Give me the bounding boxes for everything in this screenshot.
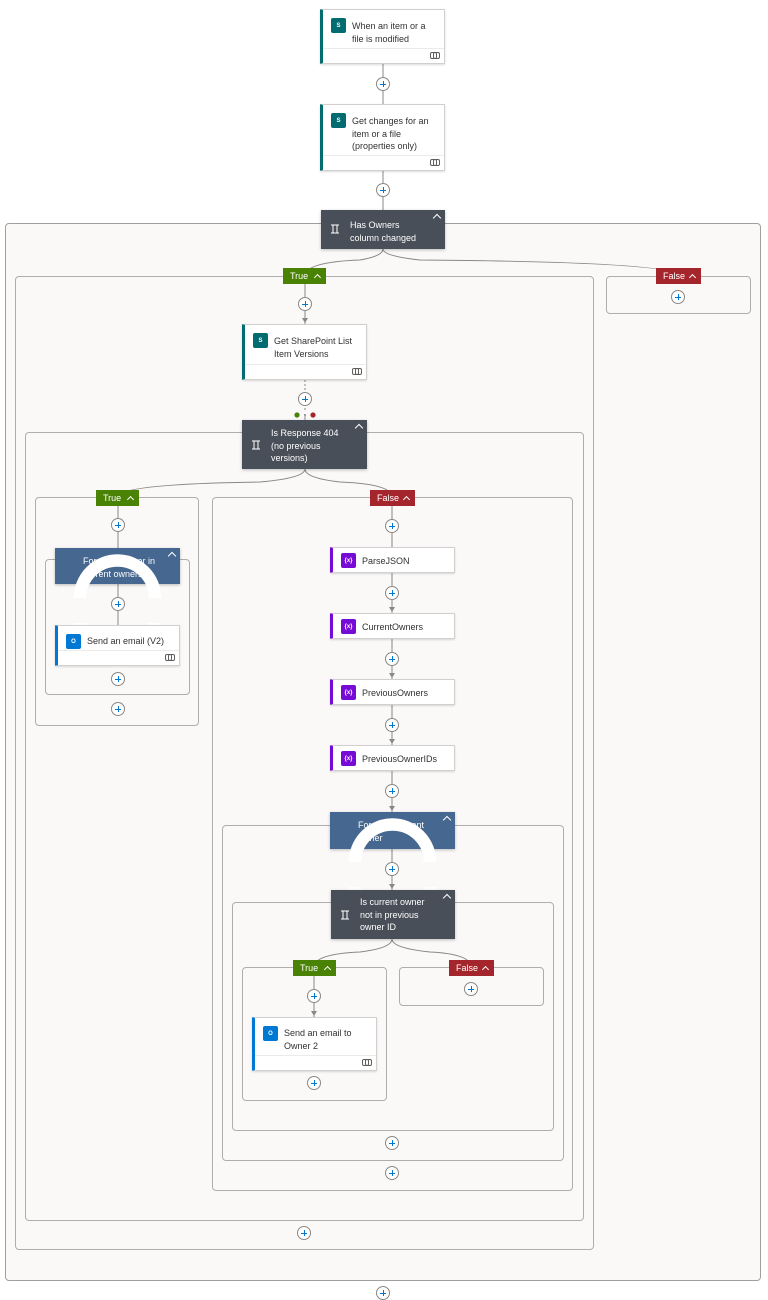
link-icon [430,159,440,166]
link-icon [430,52,440,59]
add-step-button[interactable] [298,392,312,406]
outlook-icon: O [66,634,81,649]
condition-404-title: Is Response 404 (no previous versions) [271,428,339,463]
trigger-card[interactable]: S When an item or a file is modified [320,9,445,64]
variable-card[interactable]: {x} ParseJSON [330,547,455,573]
add-step-button[interactable] [385,586,399,600]
collapse-icon[interactable] [432,213,442,223]
variable-title: CurrentOwners [362,622,424,632]
false-branch-label[interactable]: False [656,268,701,284]
get-versions-card[interactable]: S Get SharePoint List Item Versions [242,324,367,380]
get-versions-title: Get SharePoint List Item Versions [274,336,353,359]
condition-icon [252,440,260,450]
link-icon [362,1059,372,1066]
trigger-title: When an item or a file is modified [352,21,426,44]
foreach-owners-card[interactable]: For each owner in current owners [55,548,180,667]
add-step-button[interactable] [307,989,321,1003]
condition-404-card[interactable]: Is Response 404 (no previous versions) [242,420,367,469]
send-email-owner2-title: Send an email to Owner 2 [284,1028,352,1051]
condition-icon [341,910,349,920]
add-step-button[interactable] [376,77,390,91]
condition-owners-card[interactable]: Has Owners column changed [321,210,445,249]
send-email-v2-card[interactable]: O Send an email (V2) [55,625,180,666]
collapse-icon [126,495,135,504]
get-changes-card[interactable]: S Get changes for an item or a file (pro… [320,104,445,171]
add-step-button[interactable] [385,718,399,732]
add-step-button[interactable] [111,518,125,532]
variable-title: PreviousOwnerIDs [362,754,438,764]
collapse-icon [402,495,411,504]
true-branch-label[interactable]: True [96,490,139,506]
add-step-button[interactable] [385,1166,399,1180]
add-step-button[interactable] [111,672,125,686]
foreach-current-card[interactable]: For each current owner [330,812,455,931]
add-step-button[interactable] [376,183,390,197]
false-branch-label[interactable]: False [370,490,415,506]
add-step-button[interactable] [385,519,399,533]
get-changes-title: Get changes for an item or a file (prope… [352,116,429,151]
variable-card[interactable]: {x} CurrentOwners [330,613,455,639]
foreach-current-title: For each current owner [358,820,425,843]
true-branch-label[interactable]: True [283,268,326,284]
variable-card[interactable]: {x} PreviousOwners [330,679,455,705]
variable-title: PreviousOwners [362,688,429,698]
add-step-button[interactable] [385,862,399,876]
send-email-owner2-card[interactable]: O Send an email to Owner 2 [252,1017,377,1071]
variable-icon: {x} [341,685,356,700]
add-step-button[interactable] [298,297,312,311]
send-email-v2-title: Send an email (V2) [87,636,165,646]
sharepoint-icon: S [253,333,268,348]
collapse-icon[interactable] [442,893,452,903]
add-step-button[interactable] [111,702,125,716]
false-branch-label[interactable]: False [449,960,494,976]
link-icon [165,654,175,661]
add-step-button[interactable] [385,1136,399,1150]
true-branch-label[interactable]: True [293,960,336,976]
add-step-button[interactable] [671,290,685,304]
add-step-button[interactable] [376,1286,390,1300]
collapse-icon [313,273,322,282]
variable-title: ParseJSON [362,556,410,566]
sharepoint-icon: S [331,113,346,128]
add-step-button[interactable] [464,982,478,996]
outlook-icon: O [263,1026,278,1041]
link-icon [352,368,362,375]
collapse-icon[interactable] [354,423,364,433]
add-step-button[interactable] [385,784,399,798]
variable-card[interactable]: {x} PreviousOwnerIDs [330,745,455,771]
collapse-icon [323,965,332,974]
variable-icon: {x} [341,619,356,634]
add-step-button[interactable] [385,652,399,666]
condition-owners-title: Has Owners column changed [350,220,417,243]
condition-icon [331,224,339,234]
collapse-icon [481,965,490,974]
add-step-button[interactable] [297,1226,311,1240]
variable-icon: {x} [341,553,356,568]
foreach-owners-title: For each owner in current owners [83,556,156,579]
add-step-button[interactable] [307,1076,321,1090]
collapse-icon [688,273,697,282]
add-step-button[interactable] [111,597,125,611]
variable-icon: {x} [341,751,356,766]
sharepoint-icon: S [331,18,346,33]
condition-current-title: Is current owner not in previous owner I… [360,897,425,932]
condition-current-card[interactable]: Is current owner not in previous owner I… [331,890,455,939]
